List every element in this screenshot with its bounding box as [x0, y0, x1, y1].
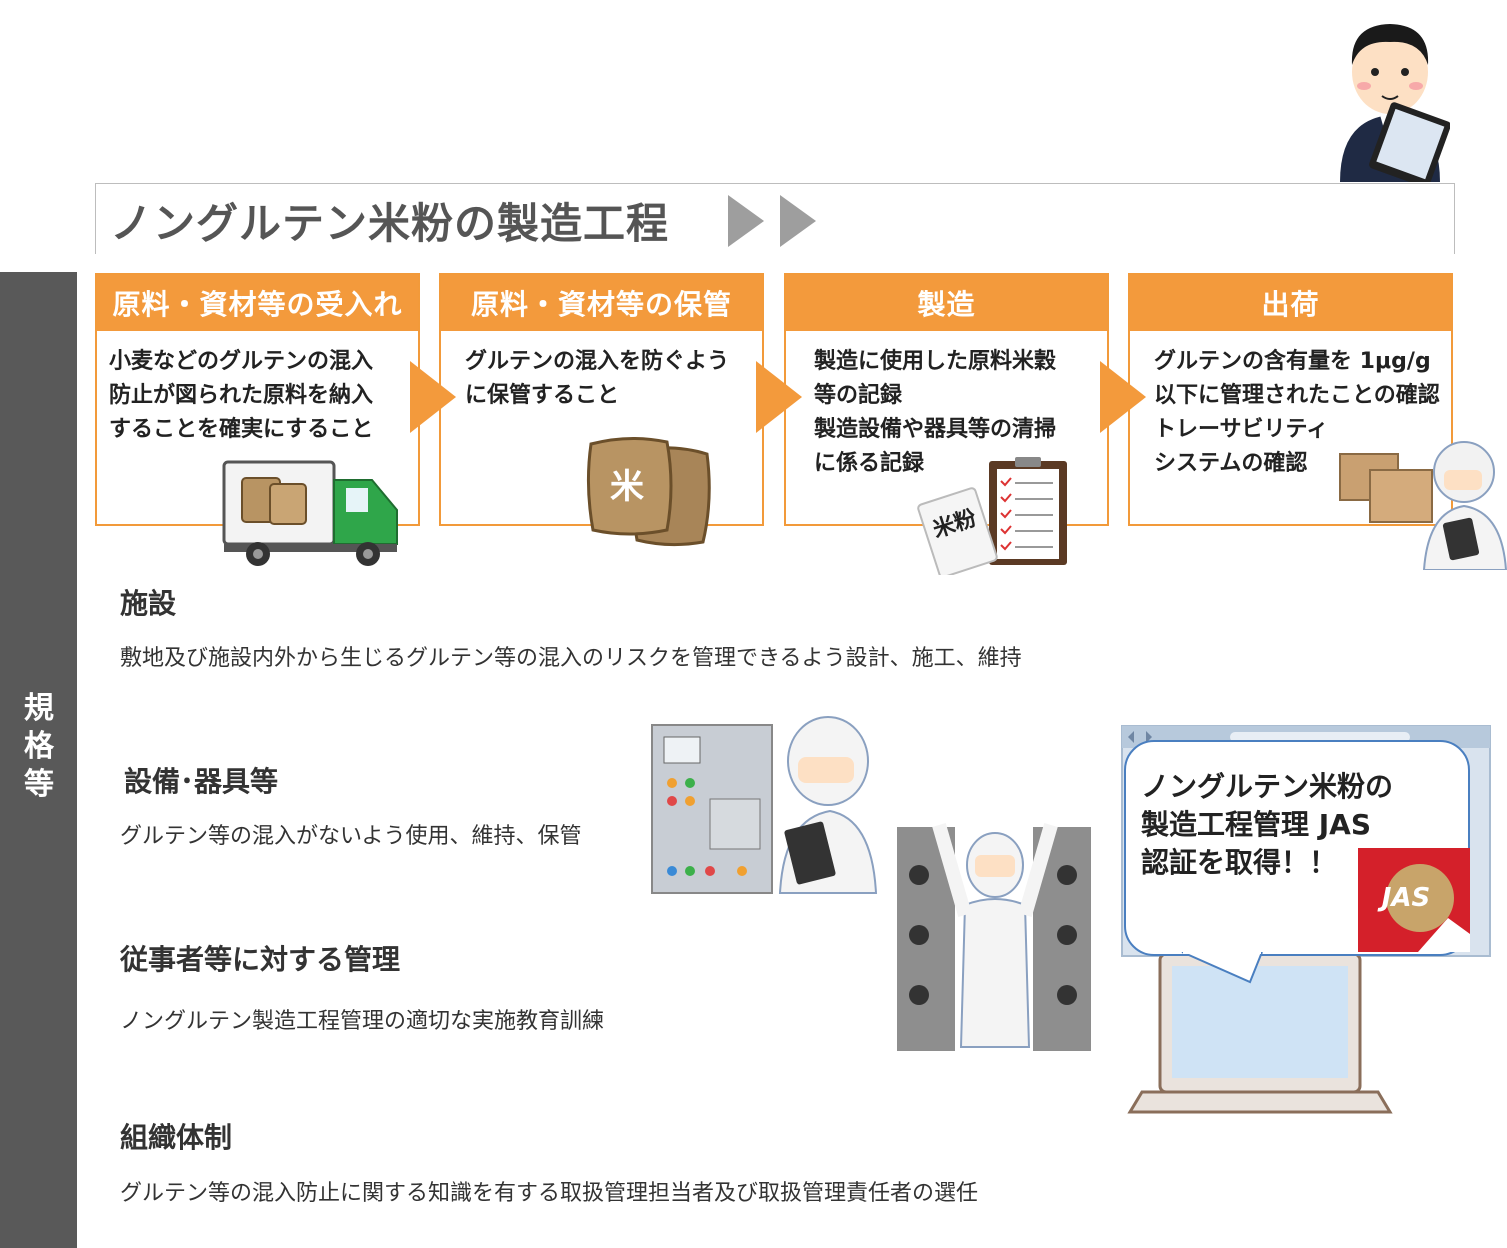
rice-bags-illustration-icon: 米 — [586, 436, 711, 547]
step-line: 防止が図られた原料を納入 — [109, 383, 374, 408]
side-label: 規格等 — [24, 691, 54, 802]
step-line: することを確実にすること — [109, 417, 374, 442]
title-arrows-icon — [728, 195, 816, 247]
bubble-text: ノングルテン米粉の 製造工程管理 JAS 認証を取得！！ — [1141, 768, 1393, 882]
title-frame — [95, 183, 1455, 254]
truck-illustration-icon — [222, 460, 398, 566]
step-line: 製造に使用した原料米穀 — [814, 349, 1057, 374]
section-title-staff: 従事者等に対する管理 — [120, 943, 401, 976]
flow-arrow-icon — [1100, 361, 1146, 433]
bubble-line: ノングルテン米粉の — [1141, 770, 1394, 803]
section-text-facility: 敷地及び施設内外から生じるグルテン等の混入のリスクを管理できるよう設計、施工、維… — [120, 646, 1022, 671]
flow-arrow-icon — [410, 361, 456, 433]
step-line: に係る記録 — [814, 451, 925, 476]
bubble-line: 製造工程管理 JAS — [1141, 808, 1372, 841]
step-line: 以下に管理されたことの確認 — [1154, 383, 1440, 408]
jas-logo-icon: JAS — [1358, 848, 1470, 952]
section-title-organization: 組織体制 — [120, 1121, 233, 1154]
section-text-equipment: グルテン等の混入がないよう使用、維持、保管 — [120, 824, 582, 849]
step-line: 製造設備や器具等の清掃 — [814, 417, 1057, 442]
air-shower-illustration-icon — [897, 823, 1091, 1051]
clipboard-illustration-icon: 米粉 — [917, 457, 1067, 575]
step-head: 製造 — [786, 275, 1107, 331]
section-text-staff: ノングルテン製造工程管理の適切な実施教育訓練 — [120, 1009, 605, 1034]
side-bar — [0, 272, 77, 1248]
control-panel-illustration-icon — [651, 716, 878, 894]
section-title-facility: 施設 — [120, 587, 177, 620]
step-line: グルテンの混入を防ぐよう — [465, 349, 730, 374]
step-head: 原料・資材等の受入れ — [97, 275, 418, 331]
jas-logo-label: JAS — [1377, 883, 1431, 913]
step-line: 小麦などのグルテンの混入 — [109, 349, 374, 374]
step-line: に保管すること — [465, 383, 620, 408]
step-line: トレーサビリティ — [1154, 417, 1329, 442]
step-head: 原料・資材等の保管 — [441, 275, 762, 331]
businessman-illustration-icon — [1340, 24, 1450, 182]
step-line: 等の記録 — [814, 383, 903, 408]
rice-bag-label: 米 — [610, 467, 644, 507]
step-head: 出荷 — [1130, 275, 1451, 331]
flow-arrow-icon — [756, 361, 802, 433]
shipping-worker-illustration-icon — [1339, 441, 1507, 570]
speech-bubble-tail-icon — [1181, 952, 1263, 984]
section-title-equipment: 設備･器具等 — [124, 765, 279, 798]
step-line: システムの確認 — [1154, 451, 1308, 476]
step-line: グルテンの含有量を 1μg/g — [1154, 349, 1431, 374]
page-title: ノングルテン米粉の製造工程 — [110, 199, 670, 248]
bubble-line: 認証を取得！！ — [1141, 846, 1338, 879]
section-text-organization: グルテン等の混入防止に関する知識を有する取扱管理担当者及び取扱管理責任者の選任 — [120, 1181, 979, 1206]
